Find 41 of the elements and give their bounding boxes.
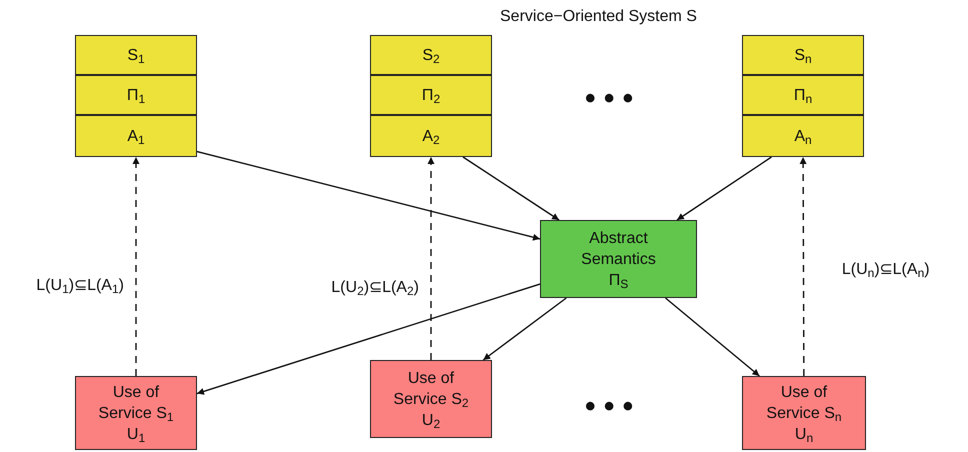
- node-text: Π$_{n}$: [794, 86, 812, 106]
- node-text: S$_{2}$: [422, 46, 440, 66]
- node-text: U$_{2}$: [422, 410, 440, 430]
- node-text: A$_{2}$: [422, 126, 440, 146]
- arrow: [665, 297, 760, 377]
- node-text: U$_{1}$: [126, 424, 146, 444]
- dashed-arrow: [800, 157, 807, 376]
- arrow: [196, 150, 540, 241]
- stack-cell: [370, 115, 492, 157]
- node-text: A$_{n}$: [794, 126, 812, 146]
- semantics-box: [540, 220, 697, 298]
- dashed-arrow: [132, 157, 140, 376]
- stack-cell: [742, 35, 864, 75]
- stack-cell: [75, 75, 197, 115]
- stack-cell: [370, 75, 492, 115]
- node-text: Use of Service S$_{1}$: [97, 382, 175, 424]
- stack-cell: [75, 35, 197, 75]
- node-text: Π$_{1}$: [126, 86, 146, 106]
- dashed-arrow: [428, 157, 434, 360]
- ellipsis: • • •: [585, 84, 634, 114]
- stack-cell: [742, 75, 864, 115]
- node-text: U$_{n}$: [794, 424, 814, 444]
- node-text: Abstract Semantics: [580, 228, 657, 270]
- stack-cell: [370, 35, 492, 75]
- node-text: Use of Service S$_{2}$: [392, 368, 470, 410]
- ellipsis: • • •: [585, 392, 634, 422]
- arrow: [482, 297, 567, 361]
- usage-box: [75, 376, 197, 450]
- usage-box: [370, 360, 492, 438]
- arrow: [196, 283, 540, 395]
- node-text: Π$_{S}$: [608, 270, 628, 290]
- diagram-title: Service−Oriented System S: [500, 7, 697, 27]
- node-text: Π$_{2}$: [422, 86, 440, 106]
- arrow: [676, 156, 772, 221]
- arrow: [462, 156, 560, 221]
- usage-box: [742, 376, 866, 450]
- stack-cell: [742, 115, 864, 157]
- node-text: S$_{1}$: [127, 46, 145, 66]
- stack-cell: [75, 115, 197, 157]
- node-text: S$_{n}$: [794, 46, 812, 66]
- node-text: A$_{1}$: [127, 126, 145, 146]
